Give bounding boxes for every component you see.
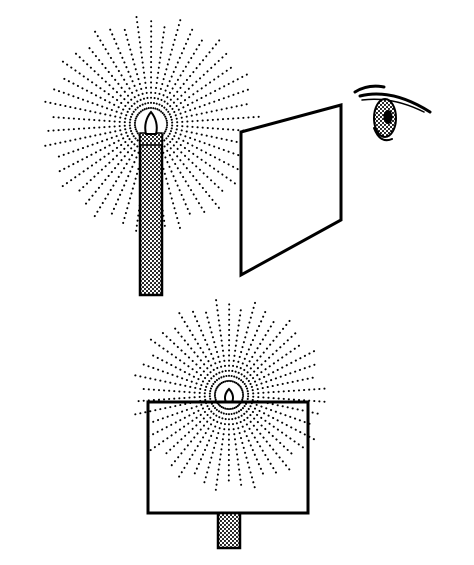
candle-flame (144, 110, 158, 135)
light-ray (168, 404, 222, 469)
candle-glow-rays-bottom (132, 296, 328, 494)
light-ray (144, 400, 218, 440)
hidden-candle-flame (224, 387, 234, 403)
light-ray (61, 60, 139, 116)
light-ray (132, 373, 217, 394)
light-ray (238, 330, 299, 387)
light-ray (165, 88, 251, 120)
light-ray (229, 304, 243, 383)
light-ray (163, 65, 234, 116)
light-ray (147, 402, 219, 453)
light-ray (161, 52, 229, 115)
light-ray (233, 307, 268, 384)
light-ray (84, 135, 142, 206)
light-ray (93, 136, 144, 218)
light-ray (241, 375, 319, 394)
light-ray (61, 132, 139, 188)
light-ray (44, 126, 137, 147)
light-ray (108, 27, 146, 111)
light-ray (94, 30, 144, 112)
light-ray (74, 51, 141, 115)
light-ray (160, 135, 220, 209)
light-ray (159, 329, 220, 387)
light-ray (163, 132, 237, 186)
light-ray (138, 387, 216, 395)
light-ray (160, 39, 221, 113)
candle-base-below-paper (216, 511, 242, 550)
light-ray (171, 324, 222, 386)
light-ray (238, 403, 296, 458)
light-ray (134, 394, 216, 403)
eye-icon (353, 84, 432, 142)
light-ray (229, 407, 243, 490)
candle-behind-paper-icon (146, 400, 310, 515)
light-ray (50, 116, 136, 124)
light-ray (236, 404, 292, 473)
light-ray (240, 349, 318, 390)
light-ray (87, 45, 142, 113)
light-ray (158, 136, 206, 214)
light-ray (135, 16, 150, 110)
light-ray (52, 88, 137, 120)
light-ray (190, 307, 225, 384)
light-ray (46, 124, 136, 132)
candle-body (138, 135, 164, 297)
light-ray (236, 318, 292, 386)
lit-candle-icon (138, 110, 164, 297)
bottom-scene (132, 296, 328, 550)
light-ray (156, 27, 194, 111)
light-ray (57, 130, 138, 173)
top-scene (44, 16, 432, 297)
light-ray (154, 19, 182, 110)
light-ray (162, 403, 220, 458)
light-ray (235, 317, 277, 385)
light-ray (164, 73, 248, 118)
light-ray (166, 115, 260, 124)
light-ray (161, 133, 225, 194)
light-ray (139, 362, 217, 392)
light-ray (132, 396, 217, 416)
light-ray (148, 352, 218, 390)
light-ray (165, 126, 254, 147)
light-ray (235, 406, 279, 477)
light-ray (164, 130, 248, 175)
light-ray (76, 133, 141, 194)
light-ray (240, 400, 317, 442)
light-ray (202, 407, 227, 487)
light-ray (165, 102, 250, 122)
light-ray (242, 387, 328, 396)
light-ray (241, 362, 319, 392)
paper-sheet-icon (239, 103, 343, 278)
light-ray (44, 100, 137, 122)
light-ray (239, 402, 307, 451)
